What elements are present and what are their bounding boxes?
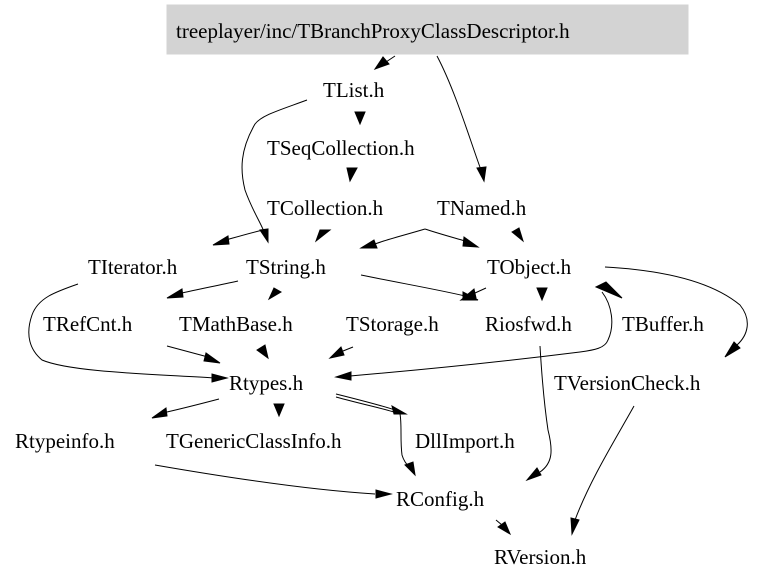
node-tgenericclassinfo[interactable]: TGenericClassInfo.h <box>166 429 342 453</box>
arrowhead-icon <box>259 228 269 244</box>
edge-tobject-rtypes <box>349 291 613 377</box>
node-tobject[interactable]: TObject.h <box>487 255 572 279</box>
arrowhead-icon <box>373 56 390 70</box>
arrowhead-icon <box>536 287 548 302</box>
edge-tstring-riosfwd <box>360 274 466 297</box>
arrowhead-icon <box>359 239 378 249</box>
edge-tobject-tversioncheck <box>604 266 748 346</box>
edges <box>28 55 748 536</box>
node-titerator[interactable]: TIterator.h <box>88 255 178 279</box>
arrowhead-icon <box>476 166 487 183</box>
edge-rtypes-rtypeinfo <box>166 398 220 413</box>
node-tstorage[interactable]: TStorage.h <box>346 312 439 336</box>
node-trefcnt[interactable]: TRefCnt.h <box>43 312 133 336</box>
edge-root-tlist <box>385 55 396 63</box>
node-tseqcollection[interactable]: TSeqCollection.h <box>267 136 415 160</box>
edge-tobject-tstorage <box>474 287 487 294</box>
node-rversion[interactable]: RVersion.h <box>494 545 587 569</box>
node-tmathbase[interactable]: TMathBase.h <box>179 312 293 336</box>
edge-tversioncheck-rversion <box>574 405 635 521</box>
arrowhead-icon <box>267 287 282 301</box>
edge-tlist-tstring <box>241 99 308 233</box>
node-dllimport[interactable]: DllImport.h <box>415 429 515 453</box>
arrowhead-icon <box>346 167 358 183</box>
arrowhead-icon <box>211 373 229 383</box>
node-rconfig[interactable]: RConfig.h <box>396 487 485 511</box>
arrowhead-icon <box>462 236 480 248</box>
arrowhead-icon <box>166 288 184 299</box>
arrowhead-icon <box>212 235 230 246</box>
arrowhead-icon <box>511 227 524 243</box>
arrowhead-icon <box>151 407 168 419</box>
node-root[interactable]: treeplayer/inc/TBranchProxyClassDescript… <box>176 19 570 43</box>
arrowhead-icon <box>391 404 408 415</box>
arrowhead-icon <box>375 489 393 499</box>
root-node-box <box>166 4 689 55</box>
edge-tstorage-rtypes <box>342 346 354 352</box>
node-tstring[interactable]: TString.h <box>246 255 326 279</box>
arrowhead-icon <box>459 288 477 301</box>
node-rtypeinfo[interactable]: Rtypeinfo.h <box>15 429 115 453</box>
arrowhead-icon <box>203 352 221 364</box>
edge-titerator-rtypes <box>28 283 215 379</box>
arrowhead-icon <box>314 229 332 243</box>
node-tversioncheck[interactable]: TVersionCheck.h <box>554 371 701 395</box>
edge-trefcnt-rtypes <box>166 345 209 358</box>
edge-root-tnamed <box>436 55 482 171</box>
edge-riosfwd-rconfig <box>539 345 552 473</box>
edge-rtypeinfo-rconfig <box>154 464 376 495</box>
edge-tstring-trefcnt <box>181 280 239 294</box>
edge-tcollection-titerator <box>225 229 264 241</box>
arrowhead-icon <box>404 461 416 477</box>
arrowhead-icon <box>273 403 285 418</box>
edge-tnamed-tobject <box>424 228 466 242</box>
arrowhead-icon <box>334 371 352 381</box>
node-tbuffer[interactable]: TBuffer.h <box>622 312 704 336</box>
edge-rtypes-dllimport <box>335 393 396 411</box>
edge-rconfig-rversion <box>495 519 503 526</box>
edge-tnamed-tstring <box>374 228 426 245</box>
arrowhead-icon <box>525 467 542 482</box>
arrowhead-icon <box>570 517 580 536</box>
node-tcollection[interactable]: TCollection.h <box>267 196 384 220</box>
arrowhead-icon <box>328 346 345 359</box>
node-riosfwd[interactable]: Riosfwd.h <box>485 312 572 336</box>
arrowhead-icon <box>497 521 512 536</box>
arrowhead-icon <box>594 281 623 299</box>
arrowhead-icon <box>354 111 366 126</box>
nodes: treeplayer/inc/TBranchProxyClassDescript… <box>15 19 704 569</box>
edge-rtypes-rconfig <box>335 396 411 469</box>
node-tnamed[interactable]: TNamed.h <box>437 196 527 220</box>
arrowhead-icon <box>724 341 741 358</box>
arrowhead-icon <box>256 344 269 360</box>
node-rtypes[interactable]: Rtypes.h <box>229 371 304 395</box>
node-tlist[interactable]: TList.h <box>323 78 385 102</box>
